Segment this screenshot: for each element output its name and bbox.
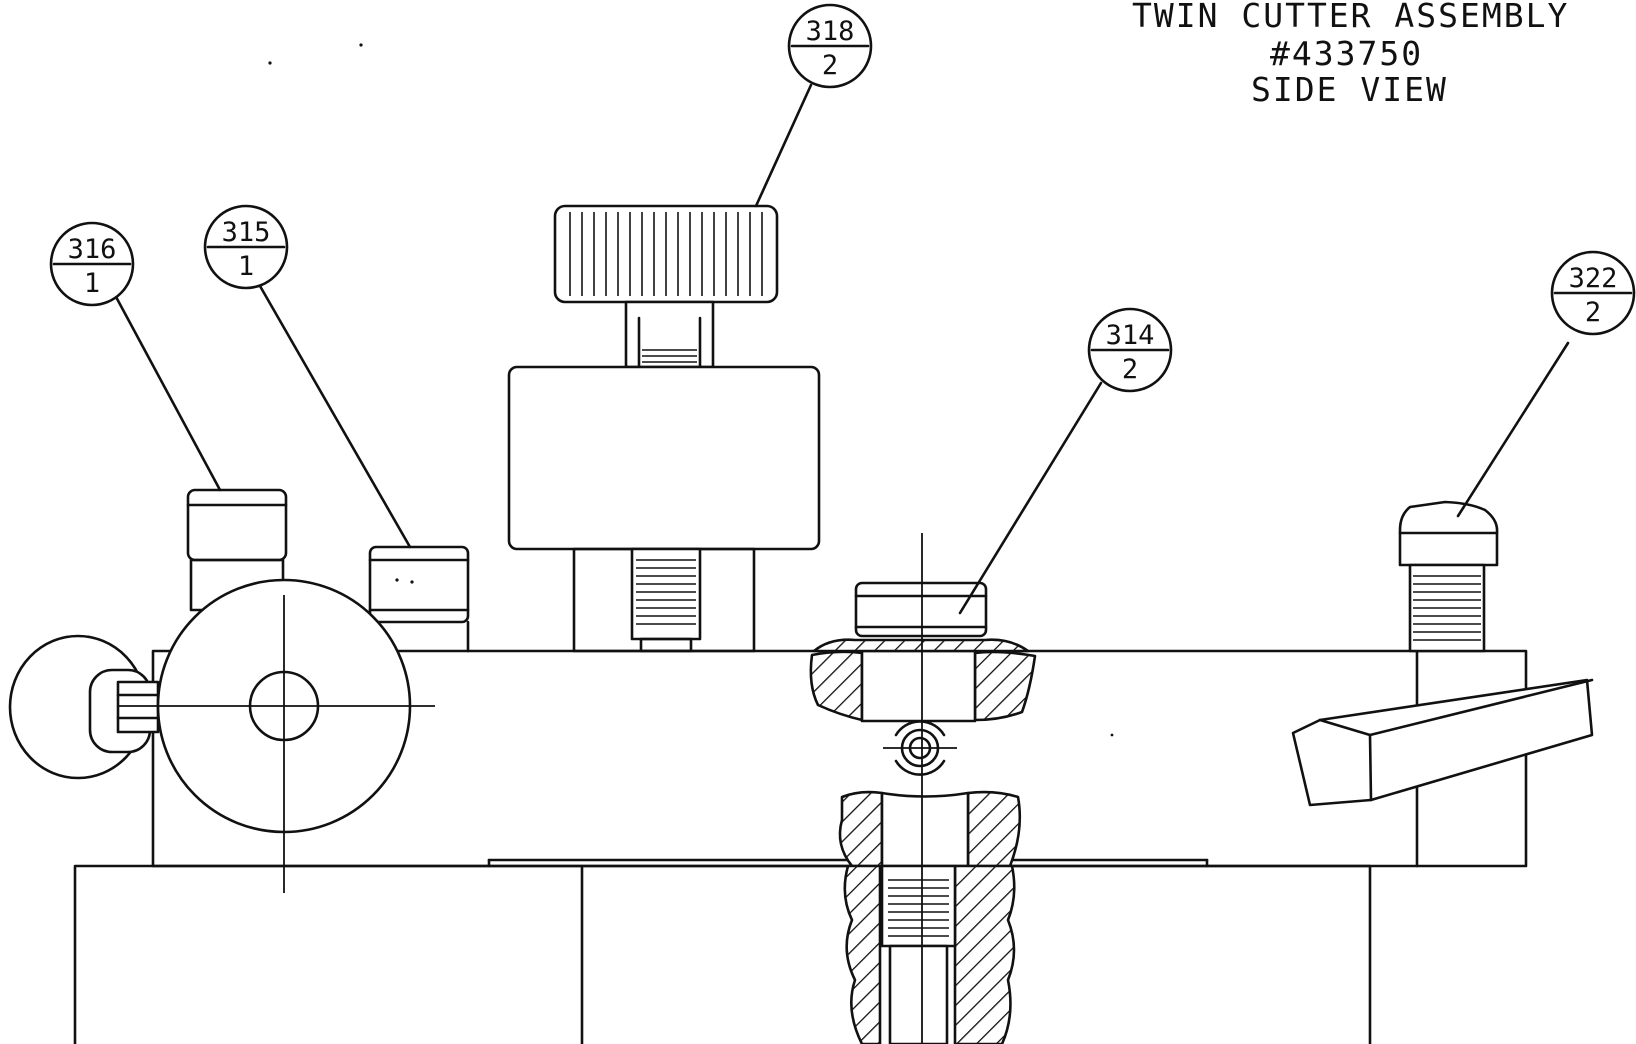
part-322-clamp-bolt	[1291, 500, 1594, 807]
callout-322-part: 322	[1569, 263, 1618, 294]
center-screw-bottom	[880, 864, 957, 1044]
callout-322-qty: 2	[1585, 297, 1601, 328]
title-line-3: SIDE VIEW	[1251, 70, 1448, 109]
callout-316-qty: 1	[84, 268, 100, 299]
callout-314-part: 314	[1106, 320, 1155, 351]
callout-322: 322 2	[1550, 250, 1636, 336]
part-314-cap-screw	[812, 581, 1030, 653]
callout-314-qty: 2	[1122, 354, 1138, 385]
callout-316: 316 1	[49, 221, 135, 307]
callout-318-qty: 2	[822, 50, 838, 81]
callout-314: 314 2	[1087, 307, 1173, 393]
roller-wheel	[118, 578, 435, 893]
callout-315-qty: 1	[238, 251, 254, 282]
part-315-pin	[368, 545, 470, 653]
title-line-2: #433750	[1270, 34, 1424, 73]
ring-pull	[8, 634, 160, 780]
callout-315: 315 1	[203, 204, 289, 290]
title-line-1: TWIN CUTTER ASSEMBLY	[1132, 0, 1570, 35]
leader-lines	[113, 83, 1570, 615]
part-318-knob-assembly	[507, 204, 821, 653]
part-316-pin	[186, 488, 288, 612]
callout-318-part: 318	[806, 16, 855, 47]
callout-316-part: 316	[68, 234, 117, 265]
base-plate	[73, 858, 1372, 1044]
callout-318: 318 2	[787, 3, 873, 89]
stray-specks	[268, 43, 1114, 737]
callout-315-part: 315	[222, 217, 271, 248]
